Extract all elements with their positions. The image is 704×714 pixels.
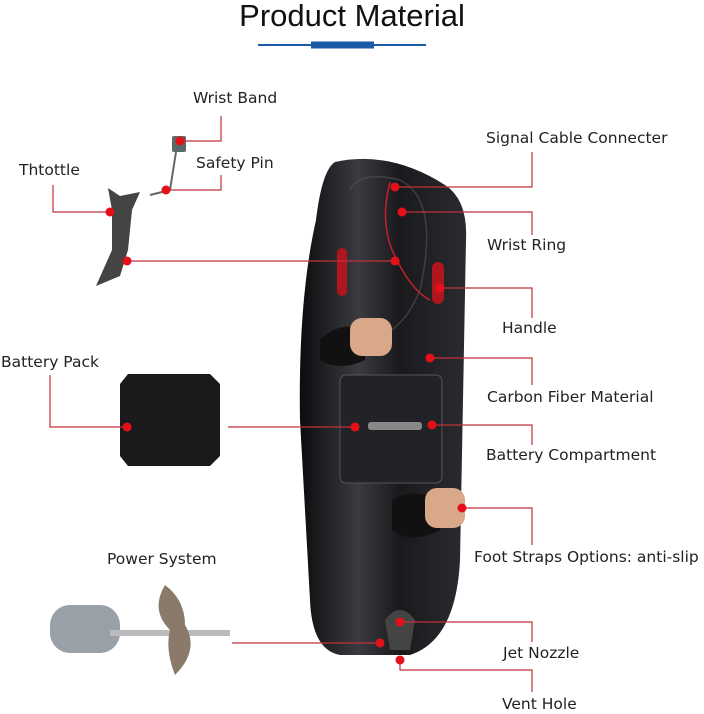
label-wrist-ring: Wrist Ring xyxy=(487,236,567,254)
label-power-system: Power System xyxy=(107,550,217,568)
label-safety-pin: Safety Pin xyxy=(196,154,274,172)
label-jet-nozzle: Jet Nozzle xyxy=(503,644,580,662)
leader-lines xyxy=(49,116,533,692)
label-battery-compartment: Battery Compartment xyxy=(486,446,657,464)
label-vent-hole: Vent Hole xyxy=(502,695,577,713)
label-handle: Handle xyxy=(502,319,557,337)
label-wrist-band: Wrist Band xyxy=(193,89,278,107)
throttle-image xyxy=(96,188,140,286)
label-carbon-fiber: Carbon Fiber Material xyxy=(487,388,654,406)
label-battery-pack: Battery Pack xyxy=(1,353,99,371)
electric-surfboard-image xyxy=(299,158,467,656)
page-title: Product Material xyxy=(239,0,465,33)
battery-pack-image xyxy=(120,374,220,466)
label-signal-cable: Signal Cable Connecter xyxy=(486,129,668,147)
callout-dots xyxy=(105,136,467,665)
label-throttle: Thtottle xyxy=(19,161,80,179)
label-foot-straps: Foot Straps Options: anti-slip xyxy=(474,548,699,566)
title-underline xyxy=(258,41,426,49)
power-system-image xyxy=(50,585,230,675)
